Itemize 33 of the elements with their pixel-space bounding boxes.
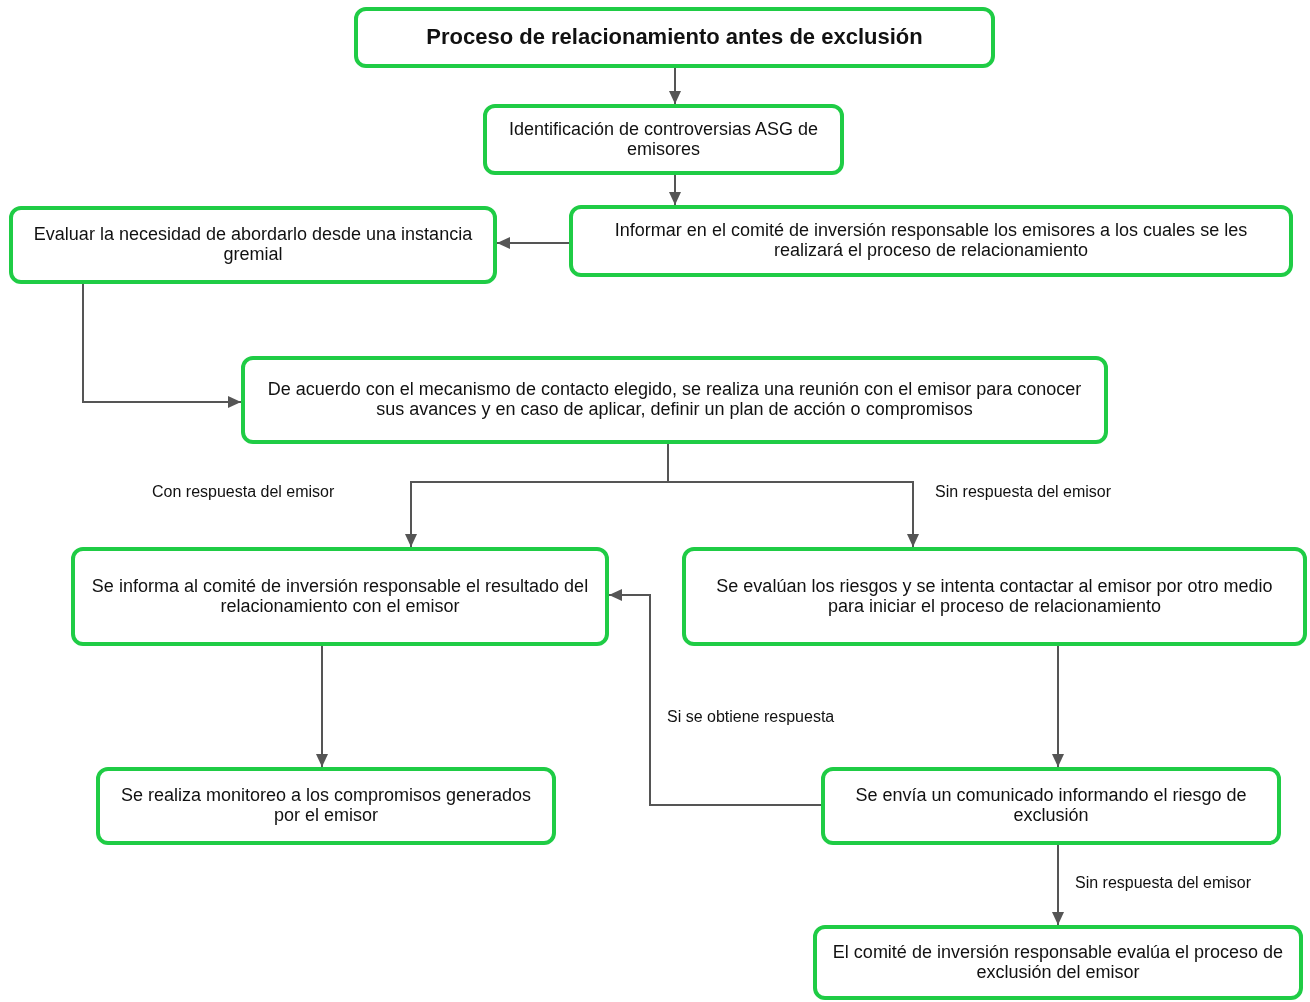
process-box [821, 767, 1281, 845]
process-box [569, 205, 1293, 277]
step-text: El comité de inversión responsable evalúa el proceso de exclusión del emisor [831, 942, 1285, 983]
arrow [667, 443, 919, 548]
title-text: Proceso de relacionamiento antes de exclusión [426, 25, 923, 50]
arrow [669, 174, 681, 206]
process-box [682, 547, 1307, 646]
arrow [1052, 645, 1064, 768]
process-box [241, 356, 1108, 444]
arrow [82, 283, 242, 408]
edge-label: Con respuesta del emisor [150, 483, 337, 501]
step-text: Se evalúan los riesgos y se intenta contactar al emisor por otro medio para iniciar el proceso de relacionamiento [715, 576, 1274, 617]
arrow [669, 67, 681, 105]
step-text: De acuerdo con el mecanismo de contacto elegido, se realiza una reunión con el emisor para conocer sus avances y en caso de aplicar, definir un plan de acción o compromisos [266, 380, 1083, 420]
step-text: Se informa al comité de inversión responsable el resultado del relacionamiento con el emisor [90, 576, 590, 617]
step-text: Se envía un comunicado informando el riesgo de exclusión [854, 786, 1248, 826]
edge-label: Si se obtiene respuesta [665, 708, 837, 726]
process-box [9, 206, 497, 284]
process-box [813, 925, 1303, 1000]
arrow [608, 589, 822, 806]
step-text: Se realiza monitoreo a los compromisos generados por el emisor [119, 786, 533, 826]
arrow [1052, 844, 1064, 926]
title-box [354, 7, 995, 68]
process-box [96, 767, 556, 845]
process-box [483, 104, 844, 175]
arrow [496, 237, 570, 249]
arrow [316, 645, 328, 768]
step-text: Identificación de controversias ASG de emisores [507, 119, 820, 160]
edge-label: Sin respuesta del emisor [1073, 874, 1254, 892]
process-box [71, 547, 609, 646]
edge-label: Sin respuesta del emisor [933, 483, 1114, 501]
step-text: Informar en el comité de inversión responsable los emisores a los cuales se les realizará el proceso de relacionamiento [613, 221, 1249, 261]
step-text: Evaluar la necesidad de abordarlo desde una instancia gremial [32, 225, 474, 265]
